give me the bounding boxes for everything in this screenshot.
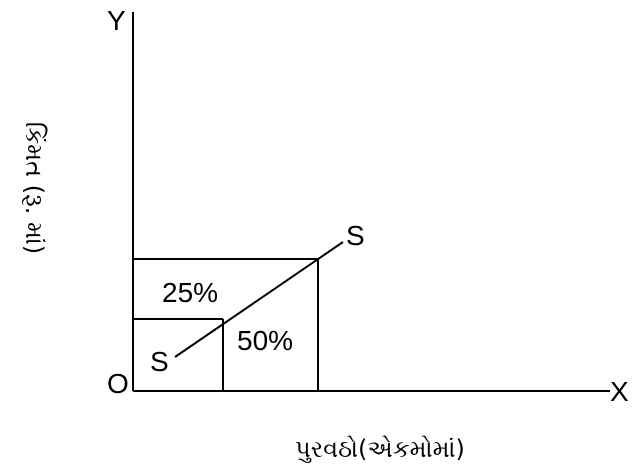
supply-curve-line [174,241,344,358]
upper-region-percent: 25% [162,277,218,308]
origin-letter: O [107,368,129,399]
supply-curve-label-bottom: S [150,346,169,377]
y-axis-title: કિંમત (રૂ. માં) [20,122,48,254]
supply-curve-label-top: S [346,220,365,251]
y-axis-letter: Y [107,5,126,36]
lower-region-percent: 50% [237,325,293,356]
x-axis-title: પુરવઠો(એકમોમાં) [295,435,465,463]
x-axis-letter: X [610,376,629,407]
